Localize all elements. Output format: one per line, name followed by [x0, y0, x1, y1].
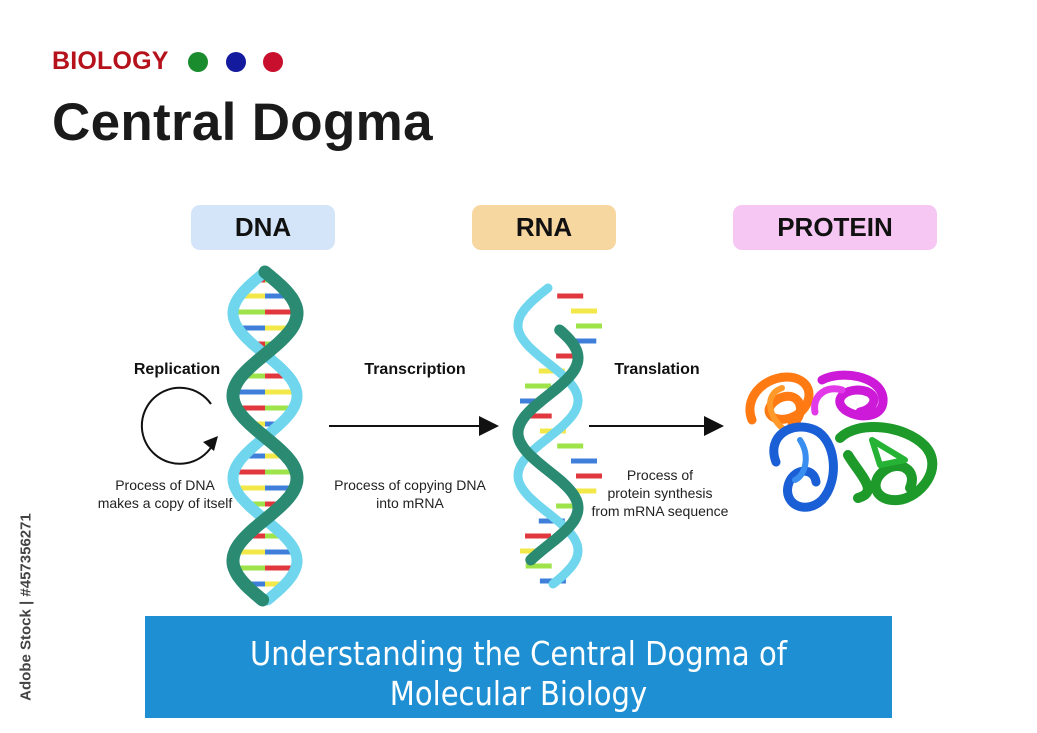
transcription-label: Transcription [364, 361, 466, 378]
folded-protein-icon [745, 370, 938, 512]
rna-backbone-light [513, 283, 583, 589]
caption-line: Molecular Biology [389, 674, 648, 713]
caption-banner-text: Understanding the Central Dogma of Molec… [190, 634, 847, 714]
subject-label: BIOLOGY [52, 47, 169, 75]
translation-description-line: protein synthesis [607, 485, 713, 501]
red-dot-icon [263, 52, 283, 72]
translation-description-line: from mRNA sequence [591, 503, 729, 519]
page-title: Central Dogma [52, 93, 433, 152]
dna-double-helix [226, 265, 304, 607]
stock-credit-watermark: Adobe Stock | #457356271 [6, 492, 46, 722]
replication-description: Process of DNA makes a copy of itself [60, 476, 270, 512]
transcription-description: Process of copying DNA into mRNA [315, 476, 505, 512]
stock-credit-text: Adobe Stock | #457356271 [17, 513, 35, 701]
rna-strand [512, 283, 602, 589]
stage-dna-label: DNA [191, 205, 335, 250]
caption-line: Understanding the Central Dogma of [250, 634, 787, 673]
stage-rna-label: RNA [472, 205, 616, 250]
transcription-description-line: Process of copying DNA [334, 477, 486, 493]
replication-description-line: makes a copy of itself [97, 495, 233, 511]
rna-backbone-dark [512, 324, 584, 566]
blue-dot-icon [226, 52, 246, 72]
dna-backbone-dark [226, 265, 304, 607]
green-dot-icon [188, 52, 208, 72]
replication-description-line: Process of DNA [115, 477, 215, 493]
replication-cycle-arrow-icon [140, 386, 218, 465]
translation-description: Process of protein synthesis from mRNA s… [575, 466, 745, 520]
replication-label: Replication [133, 361, 221, 378]
stage-protein-label: PROTEIN [733, 205, 937, 250]
translation-label: Translation [614, 361, 700, 378]
transcription-description-line: into mRNA [376, 495, 444, 511]
caption-banner [145, 616, 892, 718]
translation-description-line: Process of [626, 467, 694, 483]
